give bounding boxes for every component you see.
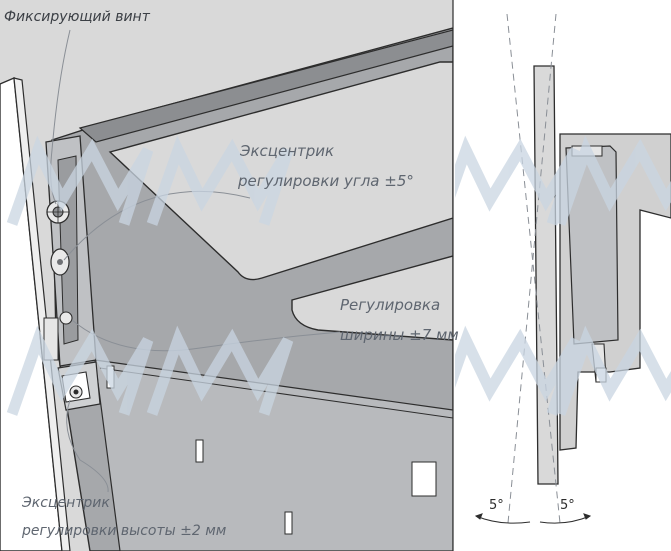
front-facade — [0, 76, 63, 551]
mm-logo-watermark — [6, 135, 294, 416]
facade-edge — [13, 77, 71, 551]
front-panel-board — [533, 65, 559, 485]
label-angle-eccentric-line1: Эксцентрик — [240, 142, 335, 160]
mm-logo-watermark-right — [455, 135, 671, 416]
left-panel-drawer-view — [0, 0, 453, 551]
tilt-dashed-lines — [506, 13, 561, 524]
eccentric-width-icon — [59, 311, 73, 325]
right-panel-side-view — [455, 13, 671, 524]
label-angle-eccentric-line2: регулировки угла ±5° — [238, 172, 414, 190]
label-fixing-screw: Фиксирующий винт — [4, 9, 150, 25]
angle-label-left: 5° — [489, 498, 504, 513]
label-height-eccentric-line2: регулировки высоты ±2 мм — [22, 523, 227, 539]
eccentric-angle-icon — [50, 248, 70, 276]
lower-cutout — [291, 255, 453, 341]
angle-arcs — [474, 513, 592, 524]
drawer-bottom-bar — [94, 359, 453, 551]
label-width-adjust-line2: ширины ±7 мм — [340, 326, 459, 344]
drawer-top-rail — [78, 29, 453, 143]
label-height-eccentric-line1: Эксцентрик — [22, 495, 110, 511]
angle-label-right: 5° — [560, 498, 575, 513]
label-width-adjust-line1: Регулировка — [340, 296, 441, 314]
